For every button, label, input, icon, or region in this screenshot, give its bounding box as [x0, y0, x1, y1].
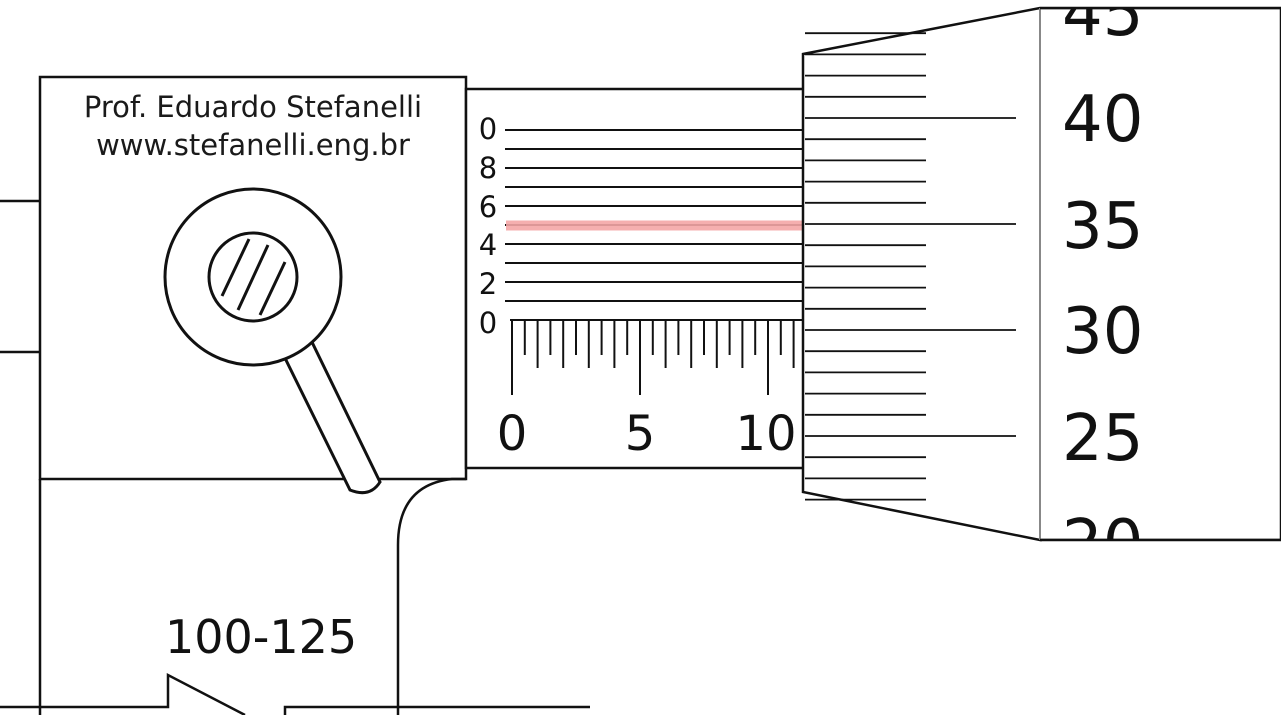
thimble-ticks	[805, 32, 1016, 501]
thimble-label-30: 30	[1062, 295, 1144, 369]
measuring-range-label: 100-125	[165, 610, 358, 664]
thimble-label-25: 25	[1062, 402, 1144, 476]
vernier-label-0-top: 0	[478, 112, 498, 146]
lock-lever-icon	[163, 187, 382, 495]
vernier-highlight-line	[506, 220, 926, 231]
vernier-label-8: 8	[478, 151, 498, 185]
vernier-label-6: 6	[478, 190, 498, 224]
sleeve-label-10: 10	[735, 406, 797, 462]
author-website: www.stefanelli.eng.br	[96, 128, 410, 162]
sleeve-label-0: 0	[496, 406, 528, 462]
thimble-top-mask	[1040, 0, 1281, 8]
vernier-label-2: 2	[478, 267, 498, 301]
vernier-label-4: 4	[478, 228, 498, 262]
thimble-bottom-mask	[1042, 541, 1281, 715]
vernier-label-0-bottom: 0	[478, 306, 498, 340]
sleeve-label-5: 5	[624, 406, 656, 462]
sleeve	[464, 87, 806, 470]
thimble-label-40: 40	[1062, 83, 1144, 157]
frame-bottom-edge	[0, 672, 590, 715]
thimble-label-35: 35	[1062, 190, 1144, 264]
frame-left-stub	[0, 199, 40, 354]
sleeve-ticks	[511, 320, 795, 395]
author-name: Prof. Eduardo Stefanelli	[83, 90, 423, 124]
